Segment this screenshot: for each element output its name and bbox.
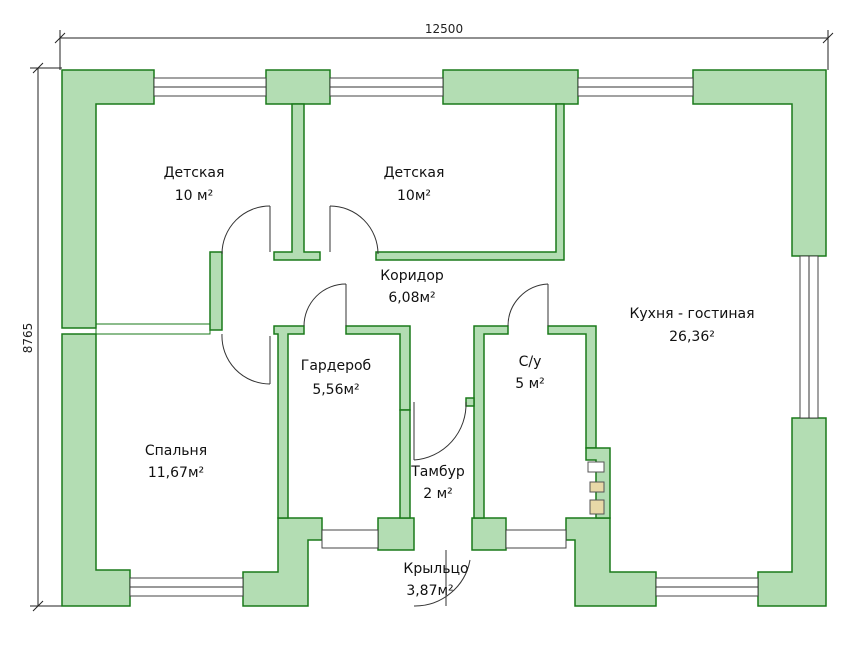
plumbing-fixtures <box>587 461 605 515</box>
room-area-bedroom: 11,67м² <box>148 465 204 481</box>
room-area-porch: 3,87м² <box>406 583 453 599</box>
room-name-kids-2: Детская <box>384 165 445 181</box>
height-dimension-label: 8765 <box>21 323 35 354</box>
room-area-kids-1: 10 м² <box>175 188 213 204</box>
room-name-bedroom: Спальня <box>145 443 207 459</box>
windows <box>129 77 819 597</box>
room-name-porch: Крыльцо <box>403 561 468 577</box>
door-swings <box>221 205 549 607</box>
room-area-corridor: 6,08м² <box>388 290 435 306</box>
room-area-kids-2: 10м² <box>397 188 431 204</box>
room-name-bathroom: С/у <box>519 354 542 370</box>
outer-walls <box>61 69 827 607</box>
room-area-wardrobe: 5,56м² <box>312 382 359 398</box>
room-name-kitchen-living: Кухня - гостиная <box>629 306 754 322</box>
room-name-kids-1: Детская <box>164 165 225 181</box>
room-name-corridor: Коридор <box>380 268 444 284</box>
room-area-vestibule: 2 м² <box>423 486 453 502</box>
room-area-kitchen-living: 26,36² <box>669 329 715 345</box>
room-area-bathroom: 5 м² <box>515 376 545 392</box>
room-name-vestibule: Тамбур <box>410 464 465 480</box>
width-dimension-label: 12500 <box>425 22 463 36</box>
room-name-wardrobe: Гардероб <box>301 358 371 374</box>
dimension-lines <box>30 30 834 612</box>
